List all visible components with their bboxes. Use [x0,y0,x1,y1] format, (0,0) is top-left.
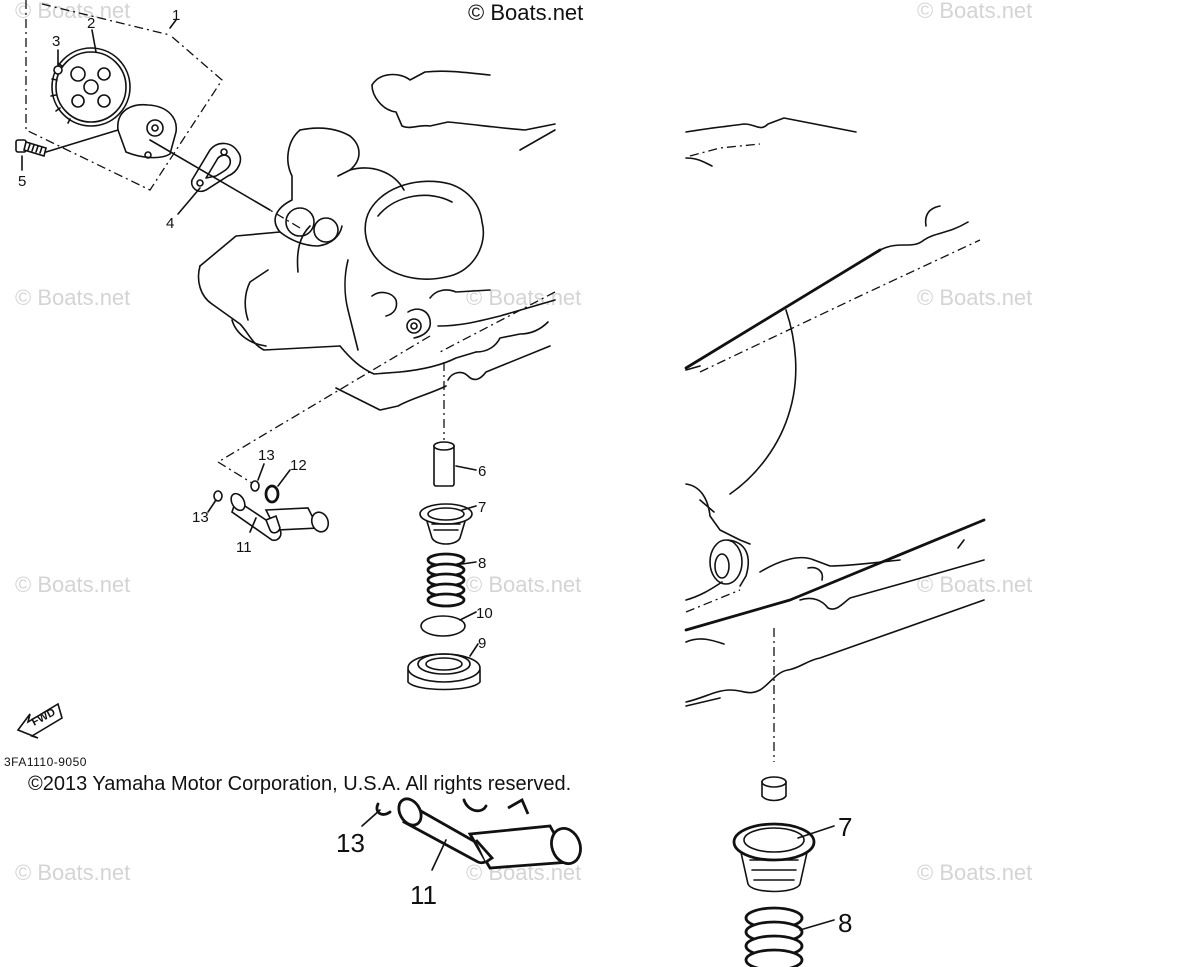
nut [53,65,63,75]
detail-label-part-13: 13 [336,828,365,858]
o-ring [420,615,466,637]
watermark: © Boats.net [917,860,1032,885]
watermark: © Boats.net [917,572,1032,597]
bolt [15,139,47,158]
label-part-8: 8 [478,555,486,572]
detail-label-part-11: 11 [410,880,437,910]
oil-strainer [419,503,473,545]
union-fitting [230,492,330,542]
label-part-13: 13 [258,447,275,464]
detail-union-fitting [397,797,582,870]
label-part-1: 1 [172,7,180,24]
drain-plug [407,653,481,691]
o-ring-small [213,480,260,502]
leader-lines [21,19,479,657]
pump-body [117,103,177,159]
label-part-7: 7 [478,499,486,516]
label-part-4: 4 [166,215,174,232]
watermark: © Boats.net [15,285,130,310]
watermark: © Boats.net [15,0,130,23]
label-part-5: 5 [18,173,26,190]
oil-pipe [433,441,455,487]
engine-detail-view [684,117,986,762]
watermark: © Boats.net [466,285,581,310]
engine-block [197,70,556,411]
label-part-2: 2 [87,15,95,32]
label-part-9: 9 [478,635,486,652]
fwd-arrow-icon: FWD [16,702,63,739]
detail-spring [744,906,804,967]
watermark: © Boats.net [15,572,130,597]
watermark: © Boats.net [466,572,581,597]
watermark: © Boats.net [917,285,1032,310]
pump-gear [50,47,131,127]
washer [264,484,280,504]
label-part-12: 12 [290,457,307,474]
detail-leader-lines [361,809,835,931]
detail-label-part-7: 7 [838,812,852,842]
oil-pump-assembly-box [25,0,223,191]
detail-o-ring [375,798,488,816]
gasket [190,142,242,193]
label-part-11: 11 [236,539,252,556]
label-part-3: 3 [52,33,60,50]
watermark: © Boats.net [15,860,130,885]
spring [426,552,466,608]
diagram-code: 3FA1110-9050 [4,755,87,769]
label-part-13: 13 [192,509,209,526]
label-part-6: 6 [478,463,486,480]
detail-seal [761,776,787,802]
label-part-10: 10 [476,605,493,622]
copyright-notice: ©2013 Yamaha Motor Corporation, U.S.A. A… [28,773,571,795]
detail-label-part-8: 8 [838,908,852,938]
detail-oil-strainer [732,822,816,893]
top-watermark: © Boats.net [468,0,583,25]
watermark: © Boats.net [917,0,1032,23]
